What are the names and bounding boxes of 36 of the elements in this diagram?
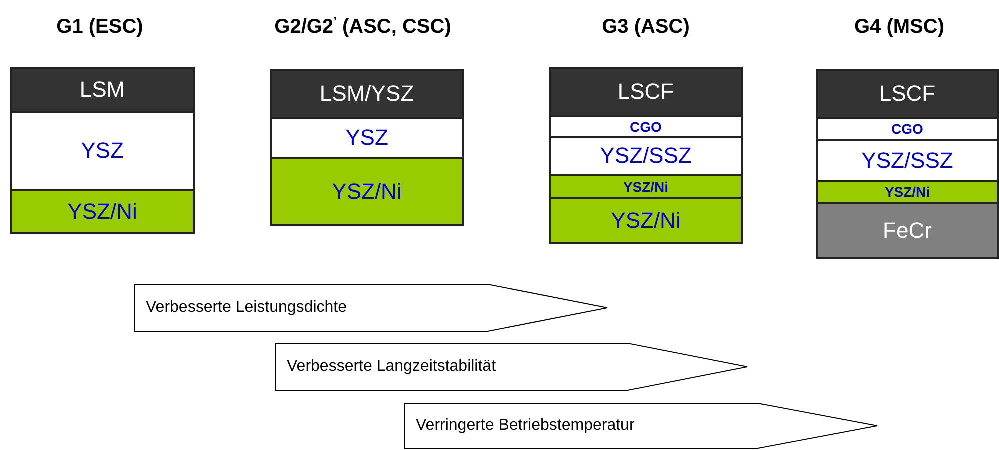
layer-band [551,69,741,117]
layer-label: YSZ/Ni [884,184,930,200]
arrow-shape [275,343,748,391]
arrow-label: Verbesserte Langzeitstabilität [287,357,496,377]
arrow-shape [134,284,608,332]
arrow-shape [404,403,878,449]
layer-label: YSZ/Ni [611,208,681,234]
layer-band [551,176,741,199]
layer-label: LSCF [879,81,936,107]
layer-band [272,159,462,226]
layer-label: YSZ/Ni [332,178,402,204]
layer-label: YSZ/Ni [68,198,138,224]
layer-label: LSM/YSZ [320,81,414,107]
layer-band [272,71,462,119]
generation-heading: G1 (ESC) [56,16,144,39]
generation-heading: G3 (ASC) [601,16,691,39]
layer-label: CGO [892,121,924,137]
layer-label: LSM [80,77,126,103]
layer-label: FeCr [883,218,932,244]
layer-band [818,71,997,119]
layer-band [818,204,997,259]
generation-heading: G4 (MSC) [854,16,946,39]
layer-band [818,182,997,204]
layer-label: CGO [630,118,662,134]
layer-band [551,199,741,244]
layer-label: YSZ/SSZ [862,148,954,174]
layer-band [12,69,193,113]
layer-label: YSZ/Ni [623,178,669,194]
generation-heading: G2/G2$^{’}$ (ASC, CSC) [274,16,452,39]
layer-label: LSCF [618,79,674,105]
layer-label: YSZ [81,138,124,164]
layer-label: YSZ [346,125,388,151]
arrow-label: Verbesserte Leistungsdichte [146,298,348,318]
layer-label: YSZ/SSZ [600,143,692,169]
layer-band [12,191,193,234]
arrow-label: Verringerte Betriebstemperatur [416,416,635,436]
